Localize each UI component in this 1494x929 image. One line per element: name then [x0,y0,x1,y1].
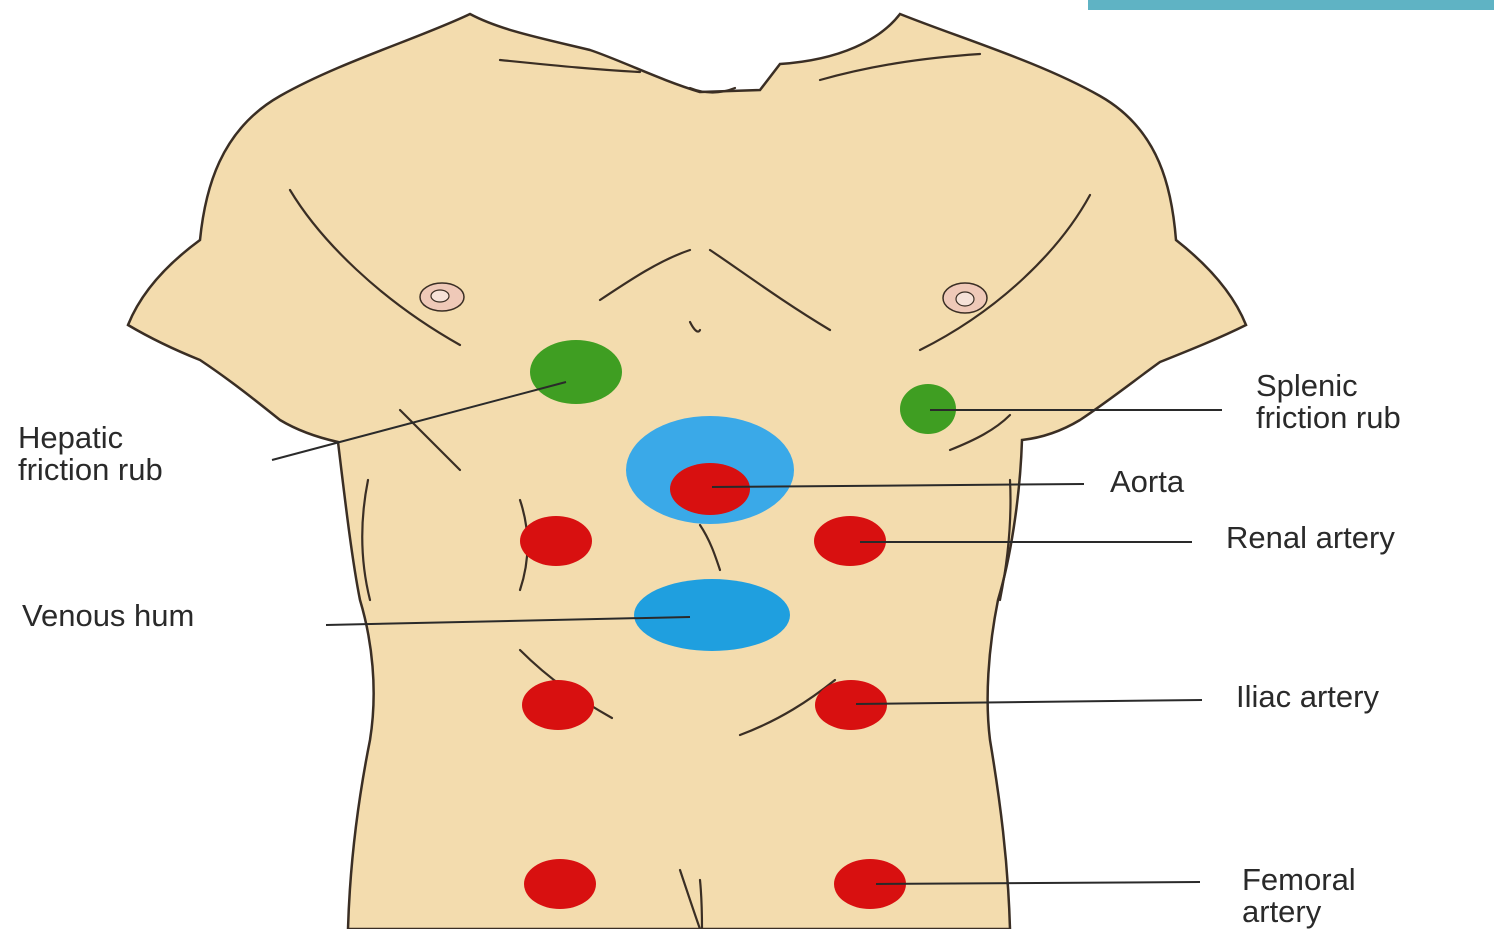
iliac-artery-marker-right [815,680,887,730]
label-femoral-line1: Femoral [1242,864,1356,896]
venous-hum-zone [634,579,790,651]
aorta-marker [670,463,750,515]
hepatic-rub-marker [530,340,622,404]
label-iliac-artery: Iliac artery [1236,681,1379,713]
nipple-left [420,283,464,311]
label-renal-artery: Renal artery [1226,522,1395,554]
label-hepatic-line1: Hepatic [18,422,123,454]
renal-artery-marker-left [520,516,592,566]
nipple-right [943,283,987,313]
label-splenic-line1: Splenic [1256,370,1358,402]
iliac-artery-marker-left [522,680,594,730]
label-venous-hum: Venous hum [22,600,194,632]
label-aorta: Aorta [1110,466,1184,498]
label-femoral-line2: artery [1242,896,1321,928]
femoral-artery-marker-left [524,859,596,909]
label-splenic-line2: friction rub [1256,402,1401,434]
label-hepatic-line2: friction rub [18,454,163,486]
